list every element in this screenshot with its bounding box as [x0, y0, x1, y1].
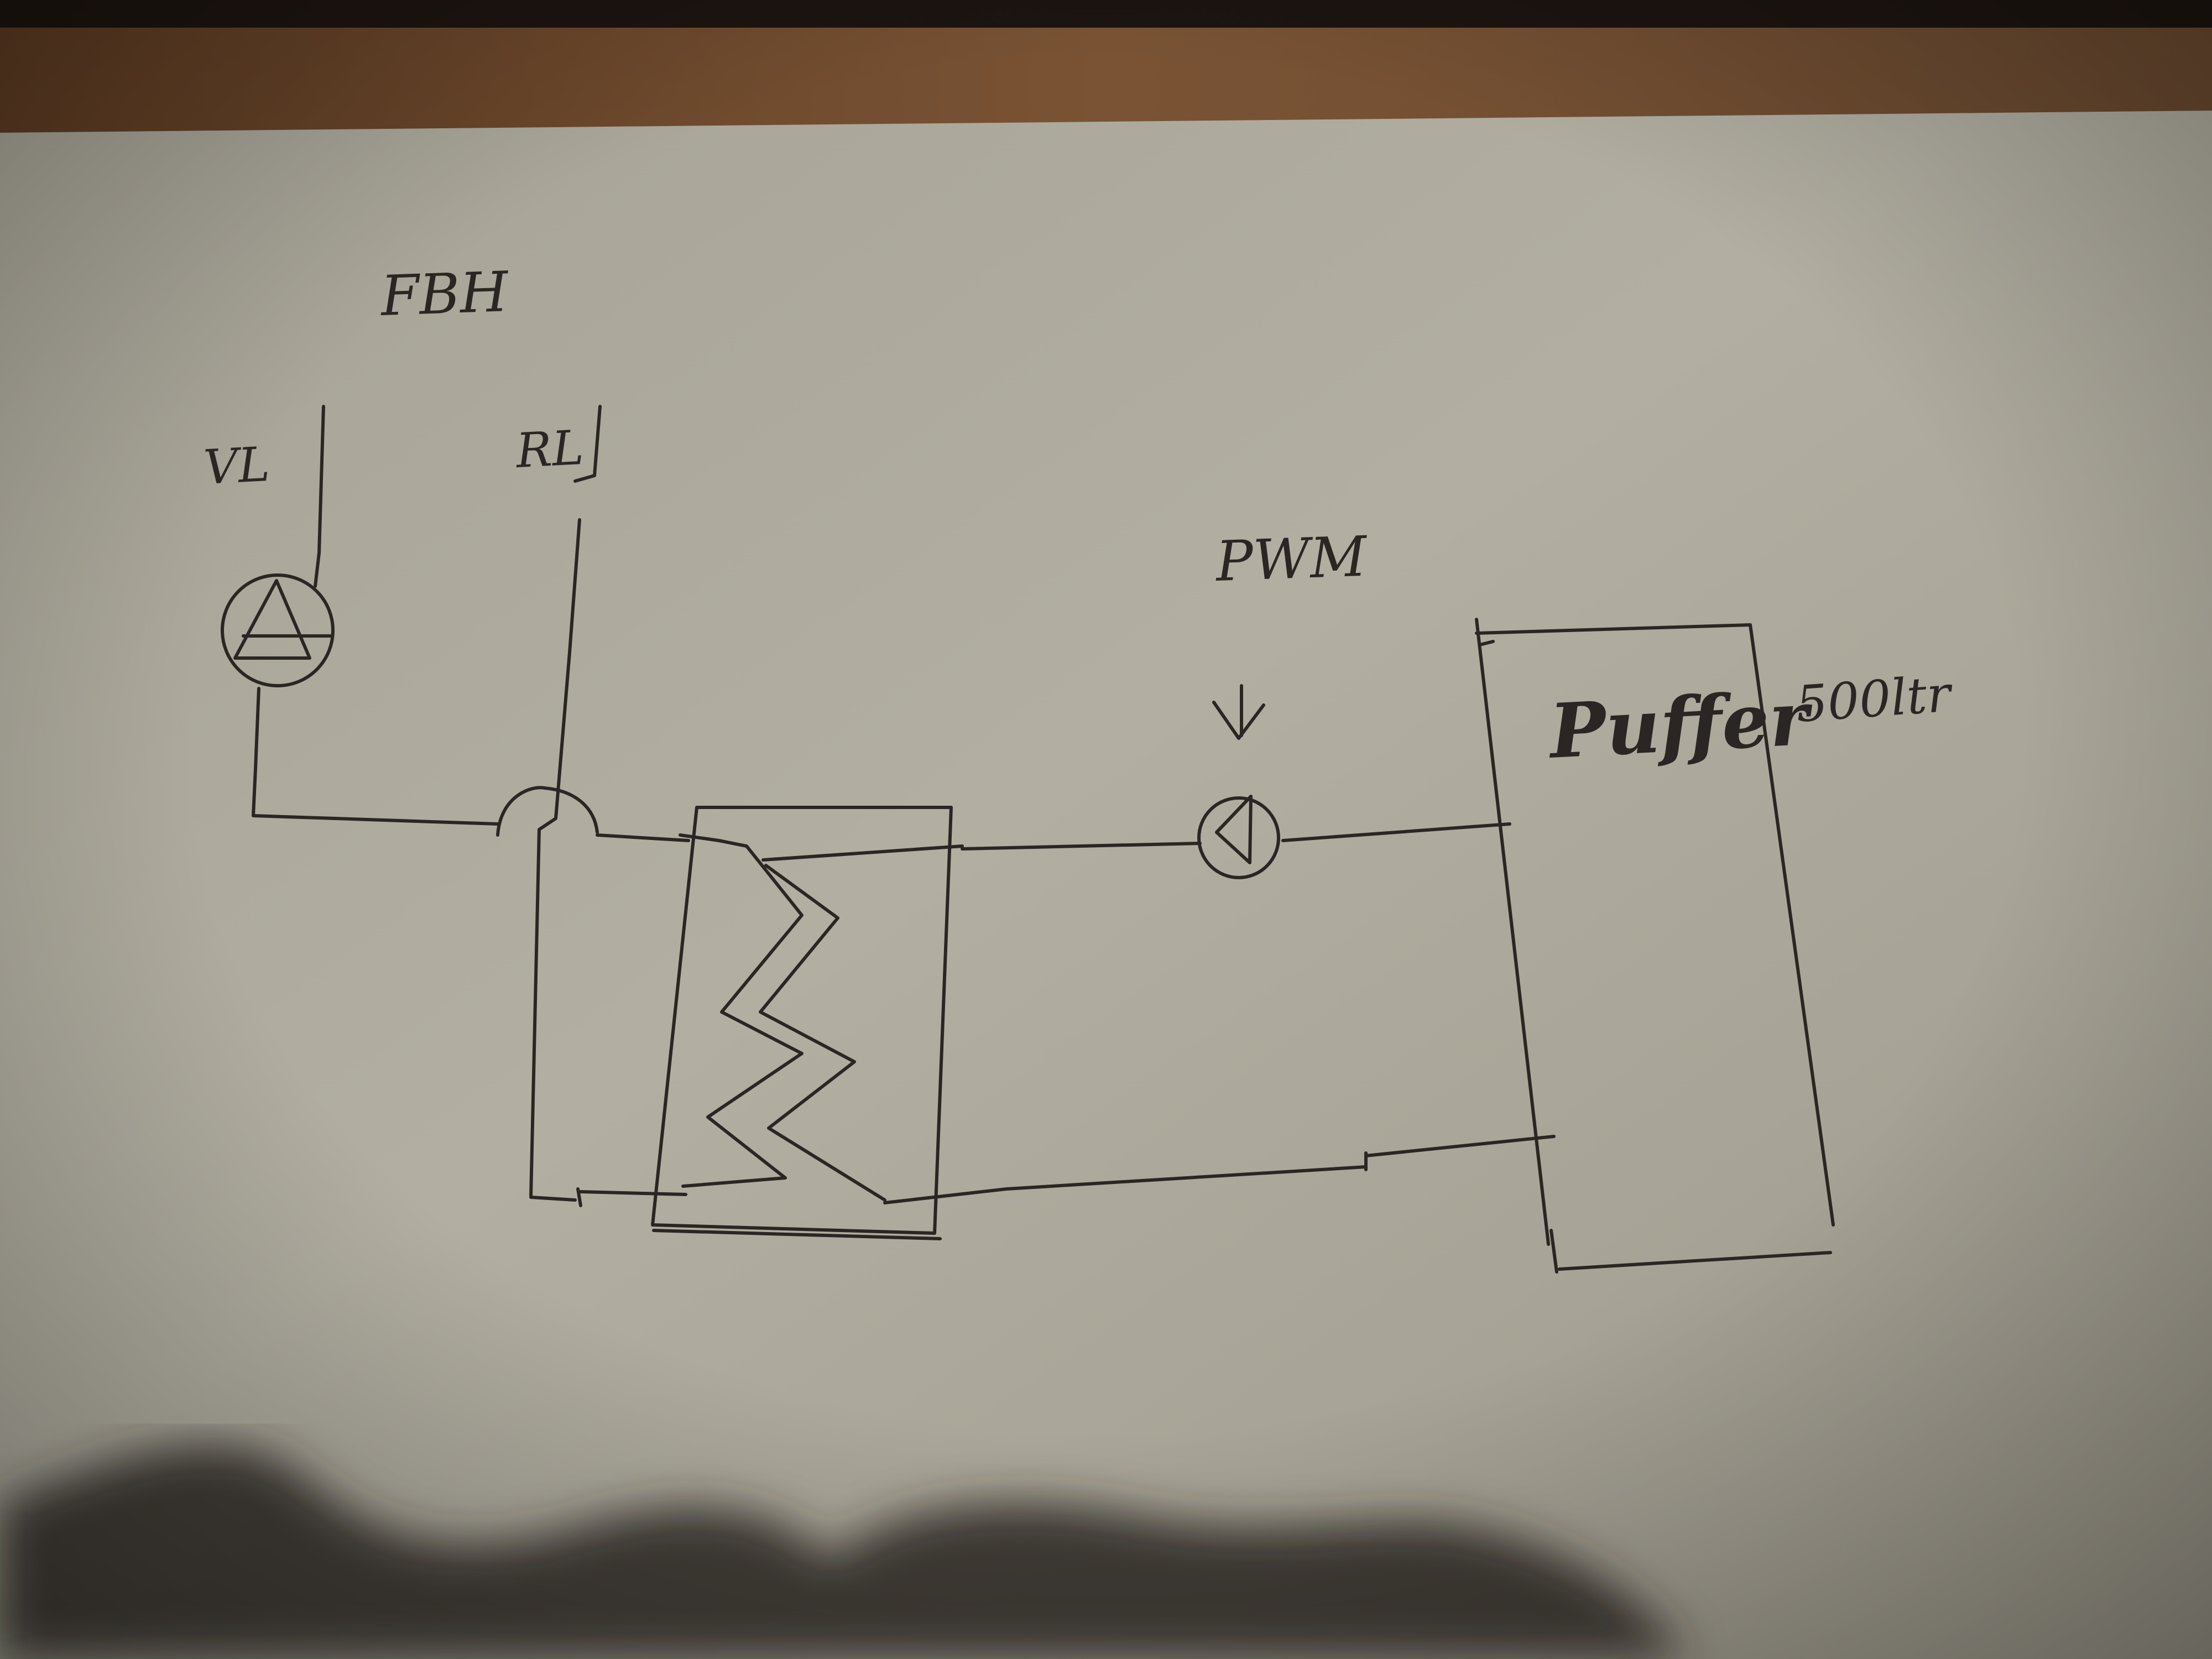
pwm-pipe-right	[1281, 822, 1511, 842]
label-pwm: PWM	[1214, 524, 1369, 594]
pwm-pump-icon	[1197, 795, 1280, 879]
rl-pipe-marker	[573, 405, 602, 483]
pwm-arrow-down-icon	[1212, 684, 1265, 740]
rl-pipe	[529, 518, 581, 1202]
pipe-crossover	[496, 786, 599, 837]
floor-heating-pump-icon	[221, 573, 335, 687]
pwm-pipe-left	[961, 842, 1202, 851]
heat-exchanger-coil-inner	[759, 844, 964, 1202]
heat-exchanger-base	[652, 1229, 942, 1240]
buffer-tank-icon	[1475, 618, 1835, 1274]
rl-pipe-bottom	[579, 1190, 687, 1196]
label-vl: VL	[202, 437, 271, 495]
heat-exchanger-coil-icon	[679, 833, 804, 1188]
tank-return-pipe-right	[1364, 1135, 1556, 1157]
heat-exchanger-box	[651, 806, 953, 1235]
rl-pipe-tick	[576, 1187, 582, 1207]
tank-return-pipe	[883, 1165, 1368, 1204]
label-rl: RL	[514, 420, 585, 479]
label-tank-volume: 500ltr	[1794, 665, 1955, 734]
vl-pipe-upper	[314, 405, 325, 588]
vl-pipe-to-exchanger	[596, 833, 690, 842]
vl-pipe-lower	[252, 687, 499, 826]
label-fbh: FBH	[379, 259, 510, 328]
label-tank: Puffer	[1545, 674, 1815, 775]
